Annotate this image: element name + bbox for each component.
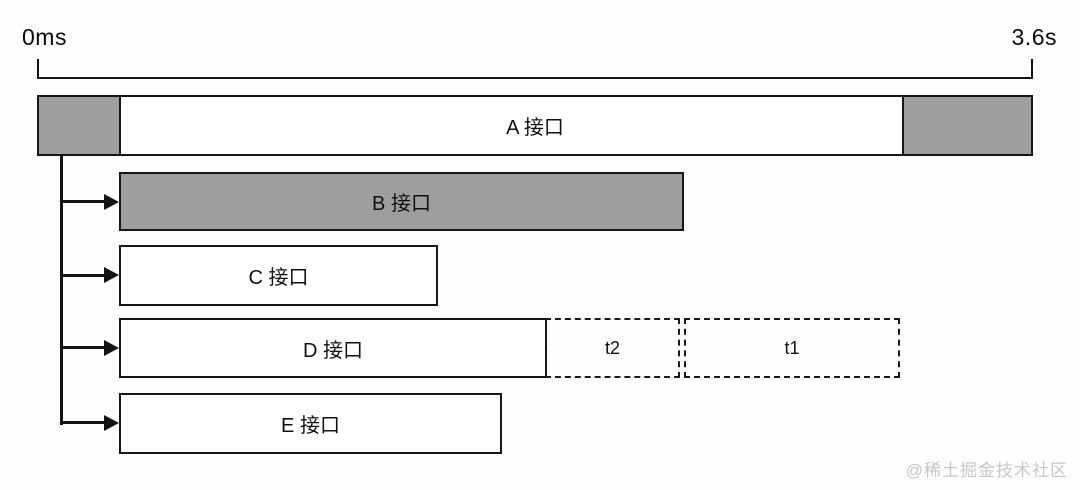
arrow-head-icon [104, 340, 119, 356]
arrow-head-icon [104, 267, 119, 283]
placeholder-t2: t2 [545, 318, 680, 378]
bar-e-label: E 接口 [281, 415, 340, 437]
arrow-head-icon [104, 194, 119, 210]
bar-b-label: B 接口 [372, 193, 431, 215]
timeline-end-label: 3.6s [1011, 24, 1057, 50]
bar-d: D 接口 [119, 318, 547, 378]
placeholder-t2-label: t2 [604, 337, 620, 358]
bar-b: B 接口 [119, 172, 684, 231]
placeholder-t1: t1 [684, 318, 900, 378]
dependency-spine [60, 156, 63, 425]
arrow-head-icon [104, 415, 119, 431]
placeholder-t1-label: t1 [784, 337, 800, 358]
arrow-line-b [61, 200, 105, 203]
bar-e: E 接口 [119, 393, 502, 454]
bar-d-label: D 接口 [303, 339, 363, 362]
arrow-line-c [61, 274, 105, 277]
bar-a-head-segment [39, 97, 121, 154]
bar-a-body-segment [121, 97, 902, 154]
watermark: @稀土掘金技术社区 [905, 461, 1068, 480]
bar-a-tail-segment [902, 97, 1031, 154]
bar-c-label: C 接口 [248, 267, 309, 289]
arrow-line-d [61, 346, 105, 349]
bar-a-label: A 接口 [506, 117, 564, 139]
bar-a: A 接口 [37, 95, 1033, 156]
bar-c: C 接口 [119, 245, 438, 306]
timeline-start-label: 0ms [22, 24, 67, 50]
timeline-bracket [37, 59, 1033, 79]
arrow-line-e [61, 421, 105, 424]
